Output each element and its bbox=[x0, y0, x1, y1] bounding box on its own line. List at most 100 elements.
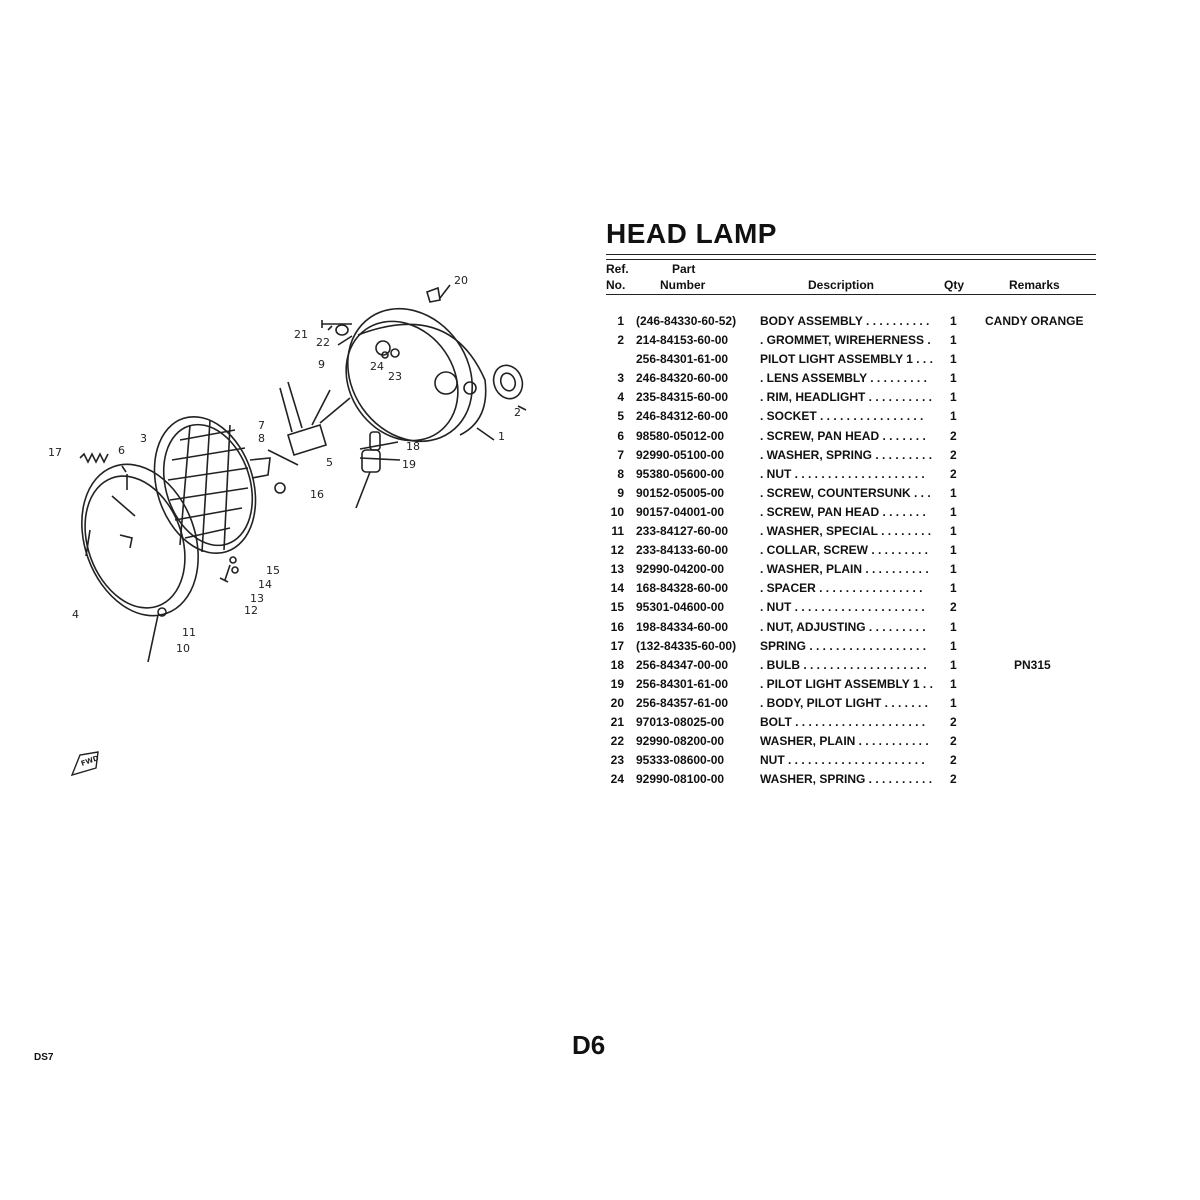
description: . SCREW, PAN HEAD . . . . . . . bbox=[760, 428, 926, 443]
head-lamp-drawing: 1 2 3 4 5 6 7 8 9 10 11 12 13 14 15 16 1… bbox=[48, 274, 527, 777]
part-number: (132-84335-60-00) bbox=[636, 638, 737, 653]
quantity: 2 bbox=[950, 428, 957, 443]
description: . RIM, HEADLIGHT . . . . . . . . . . bbox=[760, 390, 933, 405]
description: . SCREW, COUNTERSUNK . . . bbox=[760, 485, 931, 500]
quantity: 1 bbox=[950, 676, 957, 691]
part-number: 214-84153-60-00 bbox=[636, 333, 729, 348]
callout-14: 14 bbox=[258, 578, 272, 591]
description: . GROMMET, WIREHERNESS . bbox=[760, 333, 931, 348]
description: . SOCKET . . . . . . . . . . . . . . . . bbox=[760, 409, 924, 424]
description: . WASHER, PLAIN . . . . . . . . . . bbox=[760, 562, 929, 577]
washer-plain-shape bbox=[335, 324, 349, 336]
header-part-line1: Part bbox=[672, 262, 696, 276]
part-number: 90152-05005-00 bbox=[636, 485, 725, 500]
callout-15: 15 bbox=[266, 564, 280, 577]
part-number: 256-84301-61-00 bbox=[636, 352, 729, 367]
description: SPRING . . . . . . . . . . . . . . . . .… bbox=[760, 638, 927, 653]
spring-shape bbox=[79, 452, 109, 464]
part-number: 92990-08200-00 bbox=[636, 734, 725, 749]
part-number: 198-84334-60-00 bbox=[636, 619, 729, 634]
ref-no: 7 bbox=[617, 447, 624, 462]
part-number: (246-84330-60-52) bbox=[636, 314, 737, 328]
description: WASHER, SPRING . . . . . . . . . . bbox=[760, 772, 933, 787]
ref-no: 11 bbox=[611, 524, 624, 539]
part-number: 95301-04600-00 bbox=[636, 600, 725, 615]
part-number: 246-84320-60-00 bbox=[636, 371, 729, 386]
ref-no: 15 bbox=[610, 600, 624, 615]
quantity: 2 bbox=[950, 447, 957, 462]
ref-no: 23 bbox=[610, 753, 624, 768]
quantity: 1 bbox=[950, 504, 957, 519]
remarks: CANDY ORANGE bbox=[985, 314, 1084, 328]
socket-shape bbox=[279, 381, 351, 457]
quantity: 2 bbox=[950, 753, 957, 768]
callout-1: 1 bbox=[498, 430, 505, 443]
callout-5: 5 bbox=[326, 456, 333, 469]
ref-no: 20 bbox=[610, 695, 624, 710]
callout-10: 10 bbox=[176, 642, 190, 655]
part-number: 95380-05600-00 bbox=[636, 466, 725, 481]
quantity: 2 bbox=[950, 772, 957, 787]
page-title: HEAD LAMP bbox=[606, 218, 777, 249]
part-number: 92990-04200-00 bbox=[636, 562, 725, 577]
description: . LENS ASSEMBLY . . . . . . . . . bbox=[760, 371, 927, 386]
quantity: 2 bbox=[950, 466, 957, 481]
ref-no: 4 bbox=[617, 390, 624, 405]
part-number: 256-84301-61-00 bbox=[636, 676, 729, 691]
table-row: 20 256-84357-61-00 . BODY, PILOT LIGHT . .… bbox=[606, 696, 1096, 715]
ref-no: 1 bbox=[617, 314, 624, 328]
callout-17: 17 bbox=[48, 446, 62, 459]
remarks: PN315 bbox=[1014, 657, 1051, 672]
description: . BODY, PILOT LIGHT . . . . . . . bbox=[760, 695, 929, 710]
callout-18: 18 bbox=[406, 440, 420, 453]
table-row: 1(246-84330-60-52)BODY ASSEMBLY . . . . … bbox=[606, 314, 1096, 333]
part-number: 168-84328-60-00 bbox=[636, 581, 729, 596]
header-ref-line2: No. bbox=[606, 278, 626, 292]
model-code: DS7 bbox=[34, 1052, 54, 1063]
callout-22: 22 bbox=[316, 336, 330, 349]
header-description: Description bbox=[808, 278, 875, 292]
header-rule bbox=[606, 294, 1096, 295]
callout-3: 3 bbox=[140, 432, 147, 445]
quantity: 1 bbox=[950, 581, 957, 596]
quantity: 1 bbox=[950, 657, 957, 672]
quantity: 1 bbox=[950, 371, 957, 386]
description: . SPACER . . . . . . . . . . . . . . . . bbox=[760, 581, 923, 596]
quantity: 1 bbox=[950, 485, 957, 500]
description: NUT . . . . . . . . . . . . . . . . . . … bbox=[760, 753, 925, 768]
part-number: 256-84357-61-00 bbox=[636, 695, 729, 710]
quantity: 1 bbox=[950, 352, 957, 367]
quantity: 1 bbox=[950, 543, 957, 558]
ref-no: 6 bbox=[617, 428, 624, 443]
part-number: 246-84312-60-00 bbox=[636, 409, 729, 424]
callout-2: 2 bbox=[514, 406, 521, 419]
callout-23: 23 bbox=[388, 370, 402, 383]
ref-no: 8 bbox=[617, 466, 624, 481]
ref-no: 18 bbox=[610, 657, 624, 672]
quantity: 1 bbox=[950, 562, 957, 577]
grommet-shape bbox=[492, 364, 524, 400]
ref-no: 3 bbox=[617, 371, 624, 386]
callout-16: 16 bbox=[310, 488, 324, 501]
quantity: 1 bbox=[950, 333, 957, 348]
ref-no: 16 bbox=[610, 619, 624, 634]
ref-no: 19 bbox=[610, 676, 624, 691]
callout-4: 4 bbox=[72, 608, 79, 621]
bolt-shape bbox=[321, 320, 352, 328]
quantity: 2 bbox=[950, 734, 957, 749]
callout-21: 21 bbox=[294, 328, 308, 341]
quantity: 2 bbox=[950, 600, 957, 615]
header-qty: Qty bbox=[944, 278, 965, 292]
description: . SCREW, PAN HEAD . . . . . . . bbox=[760, 504, 926, 519]
